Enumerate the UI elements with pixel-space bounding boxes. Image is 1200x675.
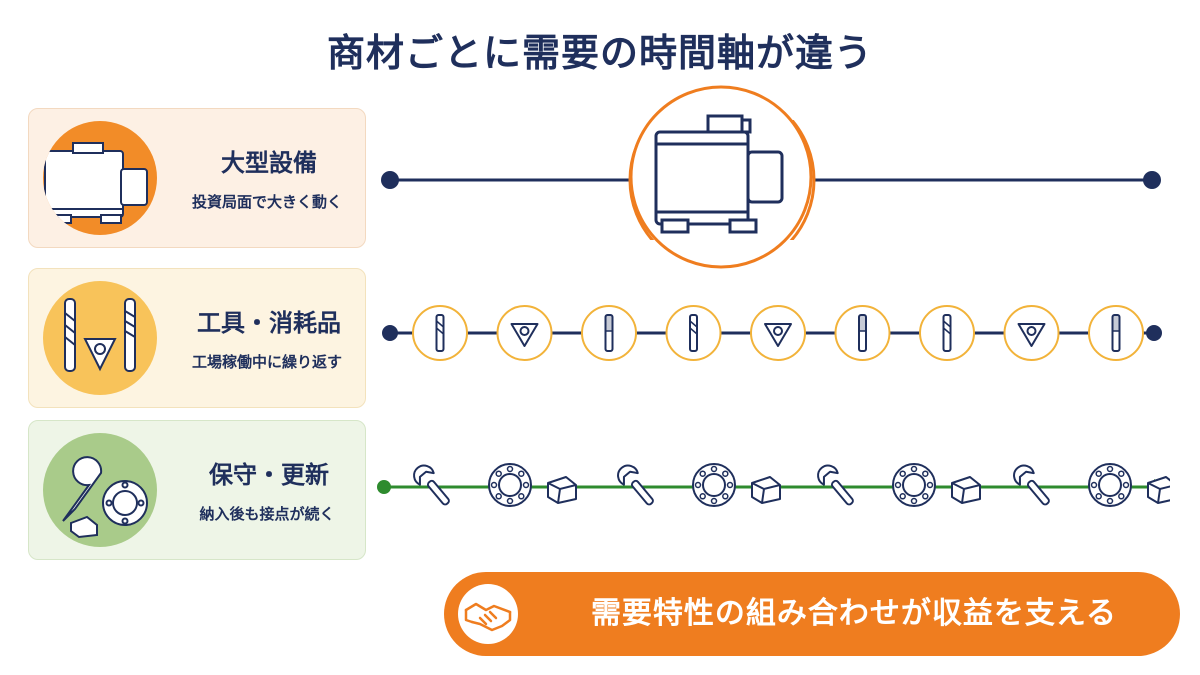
- large-machine-icon: [628, 84, 814, 270]
- wrench-icon: [1013, 464, 1050, 506]
- wrench-icon: [413, 464, 450, 506]
- bearing-icon: [1088, 463, 1132, 507]
- row-title: 大型設備: [221, 149, 317, 177]
- drill-bit-icon: [919, 305, 975, 361]
- block-part-icon: [951, 476, 981, 504]
- block-part-icon: [1147, 476, 1170, 504]
- tools-icon: [43, 281, 157, 395]
- timeline-end-dot: [1146, 325, 1162, 341]
- end-mill-icon: [834, 305, 891, 361]
- machine-icon: [43, 121, 157, 235]
- wrench-icon: [617, 464, 654, 506]
- timeline-end-dot: [1143, 171, 1161, 189]
- summary-banner: 需要特性の組み合わせが収益を支える: [444, 572, 1180, 656]
- row-title: 保守・更新: [209, 461, 329, 489]
- drill-bit-icon: [665, 305, 722, 361]
- timeline-tools: [370, 273, 1170, 393]
- row-card-tools: 工具・消耗品 工場稼働中に繰り返す: [28, 268, 366, 408]
- handshake-icon: [458, 584, 518, 644]
- row-subtitle: 投資局面で大きく動く: [191, 193, 342, 211]
- maintenance-icon: [43, 433, 157, 547]
- page-title: 商材ごとに需要の時間軸が違う: [326, 31, 873, 75]
- wrench-icon: [817, 464, 854, 506]
- block-part-icon: [751, 476, 781, 504]
- bearing-icon: [488, 463, 532, 507]
- row-card-maintenance: 保守・更新 納入後も接点が続く: [28, 420, 366, 560]
- insert-icon: [1003, 305, 1060, 361]
- banner-text: 需要特性の組み合わせが収益を支える: [590, 596, 1118, 631]
- drill-bit-icon: [412, 305, 468, 361]
- timeline-maintenance: [370, 427, 1170, 547]
- block-part-icon: [547, 476, 577, 504]
- row-subtitle: 納入後も接点が続く: [199, 505, 335, 523]
- insert-icon: [750, 305, 806, 361]
- bearing-icon: [892, 463, 936, 507]
- end-mill-icon: [581, 305, 637, 361]
- end-mill-icon: [1088, 305, 1144, 361]
- timeline-start-dot: [382, 325, 398, 341]
- row-card-large-equipment: 大型設備 投資局面で大きく動く: [28, 108, 366, 248]
- insert-icon: [496, 305, 553, 361]
- bearing-icon: [692, 463, 736, 507]
- row-subtitle: 工場稼働中に繰り返す: [191, 353, 342, 371]
- row-title: 工具・消耗品: [197, 309, 341, 337]
- timeline-start-dot: [381, 171, 399, 189]
- timeline-start-dot: [377, 480, 391, 494]
